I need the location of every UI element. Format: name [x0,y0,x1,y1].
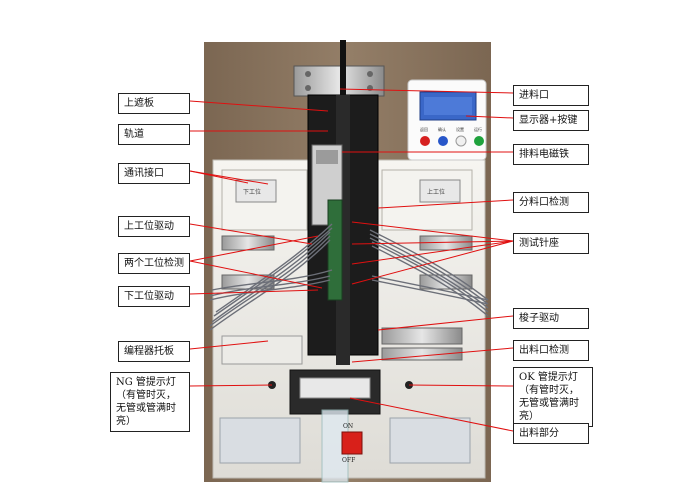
leader-socket-a [351,221,514,242]
leader-outlet-detect [351,347,514,363]
leader-lines [189,88,514,432]
leader-two-detect-b [189,260,323,289]
label-shuttle-drive: 梭子驱动 [513,308,589,329]
top-cover-plate [293,65,385,97]
outlet-cylinder [381,347,463,361]
panel-key-label-4: 运行 [474,126,482,132]
leader-outlet-part [349,397,514,432]
leader-shuttle [377,315,514,331]
leader-socket-c [351,240,514,265]
label-comm-port: 通讯接口 [118,163,190,184]
leader-lower-drive [189,289,319,295]
panel-key-label-3: 设置 [456,126,464,132]
label-lower-station-drive: 下工位驱动 [118,286,190,307]
leader-top-cover [189,100,329,112]
upper-socket-label: 上工位 [427,188,445,196]
leader-display [465,115,514,119]
panel-key-red [420,136,430,146]
leader-two-detect-a [189,235,319,262]
label-split-detect: 分料口检测 [513,192,589,213]
label-display-keys: 显示器+按键 [513,110,589,131]
upper-cylinder [221,235,275,251]
leader-split [377,199,514,209]
leader-ok-lamp [408,384,514,387]
panel-key-green [474,136,484,146]
panel-key-blue [438,136,448,146]
label-top-cover: 上遮板 [118,93,190,114]
label-ng-lamp: NG 管提示灯（有管时灭，无管或管满时亮） [110,372,190,432]
label-outlet-detect: 出料口检测 [513,340,589,361]
power-switch [341,431,363,455]
label-programmer-tray: 编程器托板 [118,341,190,362]
upper-socket [419,179,461,203]
panel-key-white [455,135,467,147]
leader-feed [339,88,514,94]
label-feed-inlet: 进料口 [513,85,589,106]
panel-key-label-2: 确认 [438,126,446,132]
leader-comm-b [189,170,269,185]
power-on-label: ON [343,423,353,430]
label-discharge-magnet: 排料电磁铁 [513,144,589,165]
lower-socket-label: 下工位 [243,188,261,196]
power-off-label: OFF [342,457,355,464]
front-vent-left [219,417,301,464]
shuttle-cylinder [381,327,463,345]
wire-bundle [209,223,489,331]
programmer-tray [221,335,303,365]
panel-key-label-1: 返回 [420,126,428,132]
label-rail: 轨道 [118,124,190,145]
label-two-station-detect: 两个工位检测 [118,253,190,274]
label-outlet-part: 出料部分 [513,423,589,444]
leader-tray [189,340,269,350]
label-ok-lamp: OK 管提示灯（有管时灭，无管或管满时亮） [513,367,593,427]
front-vent-right [389,417,471,464]
leader-socket-b [351,240,514,245]
leader-ng-lamp [189,384,273,387]
label-test-socket: 测试针座 [513,233,589,254]
sensor-pcb [327,199,343,301]
lower-socket [235,179,277,203]
leader-socket-d [351,240,514,285]
label-upper-station-drive: 上工位驱动 [118,216,190,237]
